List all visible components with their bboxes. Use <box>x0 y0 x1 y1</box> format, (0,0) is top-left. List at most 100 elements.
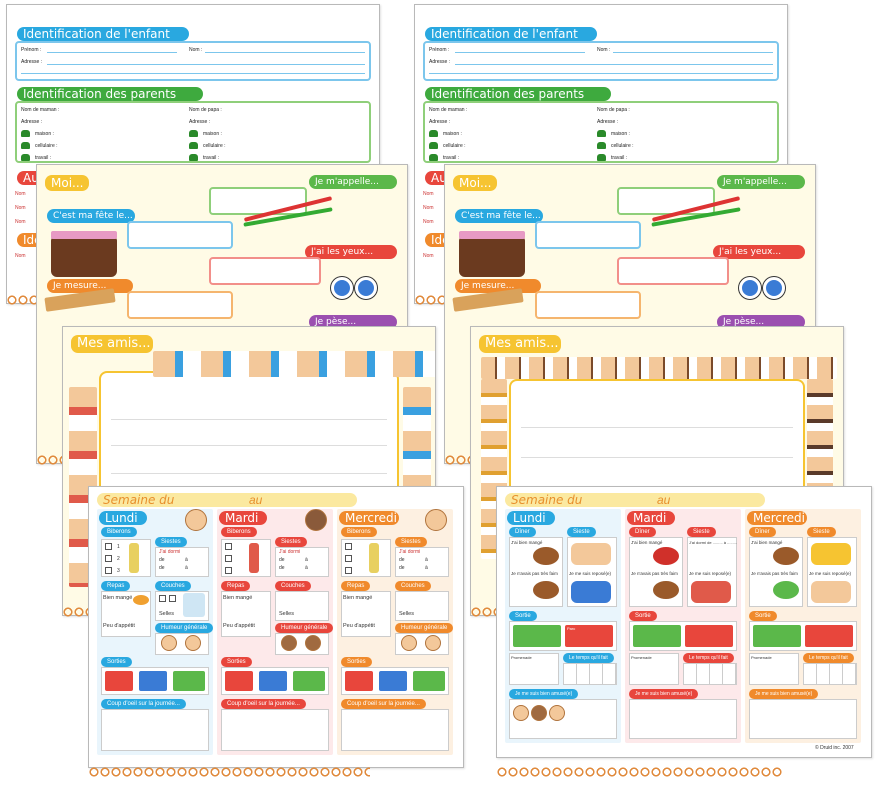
decoration <box>653 547 679 565</box>
child-prenom-label: Prénom : <box>21 47 42 53</box>
decoration <box>513 705 529 721</box>
semaine-humeur-label: Humeur générale <box>395 623 454 633</box>
parents-cellulaire-label: cellulaire : <box>35 143 58 149</box>
decoration <box>531 705 547 721</box>
semaine-sieste-label: Sieste <box>567 527 596 537</box>
amis-title: Mes amis... <box>71 335 153 353</box>
semaine-dormi2-label: J'ai dormi de ......... à ......... <box>689 540 738 545</box>
decoration <box>617 187 715 215</box>
semaine-promenade-label: Promenade <box>511 655 532 660</box>
decoration <box>753 625 801 647</box>
eyes-image <box>331 277 353 299</box>
decoration <box>565 625 613 647</box>
decoration <box>535 221 641 249</box>
decoration <box>395 547 449 577</box>
decoration <box>683 663 737 685</box>
semaine-couches-label: Couches <box>395 581 431 591</box>
parents-nom-papa-label: Nom de papa : <box>189 107 222 113</box>
child-title: Identification de l'enfant <box>17 27 189 41</box>
semaine-coup-oeil-label: Coup d'oeil sur la journée... <box>101 699 186 709</box>
semaine-sieste-label: Sieste <box>687 527 716 537</box>
semaine-pas-faim-label: Je n'avais pas très faim <box>631 571 678 576</box>
semaine-couches-label: Couches <box>155 581 191 591</box>
spiral-binding <box>36 452 66 468</box>
parents-nom-papa-label: Nom de papa : <box>597 107 630 113</box>
semaine-coup-oeil-label: Coup d'oeil sur la journée... <box>221 699 306 709</box>
child-prenom-label: Prénom : <box>429 47 450 53</box>
semaine-sheet-right: Semaine du au Lundi Mardi Mercredi Dîner… <box>496 486 872 758</box>
child-title-label: Identification de l'enfant <box>425 27 597 41</box>
parents-maison-label: maison : <box>443 131 462 137</box>
decoration <box>47 52 177 53</box>
child-adresse-label: Adresse : <box>21 59 43 65</box>
semaine-nums-2-label: 3 <box>117 568 120 574</box>
child-nom-label: Nom : <box>597 47 611 53</box>
moi-pese-label: Je pèse... <box>717 315 805 329</box>
semaine-reposer-label: Je me suis reposé(e) <box>689 571 732 576</box>
decoration <box>105 567 112 574</box>
semaine-humeur-label: Humeur générale <box>155 623 214 633</box>
parents-adresse-label: Adresse : <box>189 119 211 125</box>
decoration <box>225 671 253 691</box>
decoration <box>169 595 176 602</box>
semaine-diner-label: Dîner <box>509 527 536 537</box>
semaine-sortie-label: Sortie <box>509 611 537 621</box>
decoration <box>629 699 737 739</box>
decoration <box>293 671 325 691</box>
decoration <box>111 445 387 446</box>
decoration <box>691 581 731 603</box>
semaine-de-label: de <box>159 565 165 571</box>
decoration <box>617 257 729 285</box>
semaine-a-label: à <box>185 557 188 563</box>
decoration <box>805 625 853 647</box>
semaine-repas-label: Repas <box>101 581 131 591</box>
decoration <box>209 257 321 285</box>
baby-face <box>185 509 207 531</box>
decoration <box>341 591 391 637</box>
parents-adresse-label: Adresse : <box>429 119 451 125</box>
semaine-days-0-label: Lundi <box>507 511 555 525</box>
semaine-biberons-label: Biberons <box>341 527 377 537</box>
child-nom-label: Nom : <box>189 47 203 53</box>
spiral-binding <box>444 452 474 468</box>
parents-cellulaire-label: cellulaire : <box>203 143 226 149</box>
moi-appelle-label: Je m'appelle... <box>717 175 805 189</box>
semaine-sieste-label: Sieste <box>807 527 836 537</box>
semaine-selles-label: Selles <box>279 611 294 617</box>
phone-icon <box>21 142 30 149</box>
copyright: © Druid inc. 2007 <box>815 745 854 751</box>
semaine-days-1-label: Mardi <box>627 511 675 525</box>
semaine-nums-0-label: 1 <box>117 544 120 550</box>
semaine-repas-label: Repas <box>221 581 251 591</box>
decoration <box>811 543 851 565</box>
semaine-temps-label: Le temps qu'il fait <box>563 653 614 663</box>
semaine-siestes-label: Siestes <box>155 537 187 547</box>
cake-image <box>51 235 117 277</box>
parents-travail-label: travail : <box>35 155 52 161</box>
decoration <box>803 663 857 685</box>
decoration <box>379 671 407 691</box>
phone-icon <box>21 154 30 161</box>
semaine-de-label: de <box>279 557 285 563</box>
parents-travail-label: travail : <box>203 155 220 161</box>
semaine-humeur-label: Humeur générale <box>275 623 334 633</box>
parents-nom-maman-label: Nom de maman : <box>21 107 60 113</box>
decoration <box>205 52 365 53</box>
semaine-a-label: à <box>425 557 428 563</box>
semaine-siestes-label: Siestes <box>275 537 307 547</box>
decoration <box>571 581 611 603</box>
decoration <box>563 663 617 685</box>
decoration <box>185 635 201 651</box>
playground-icon <box>513 625 561 647</box>
parents-box <box>15 101 371 163</box>
decoration <box>633 625 681 647</box>
parents-maison-label: maison : <box>611 131 630 137</box>
decoration <box>459 231 525 239</box>
decoration <box>685 625 733 647</box>
parents-cellulaire-label: cellulaire : <box>443 143 466 149</box>
decoration <box>225 555 232 562</box>
decoration <box>749 699 857 739</box>
semaine-a-label: à <box>425 565 428 571</box>
semaine-sorties-label: Sorties <box>221 657 252 667</box>
semaine-parc-label: Parc <box>567 626 576 631</box>
